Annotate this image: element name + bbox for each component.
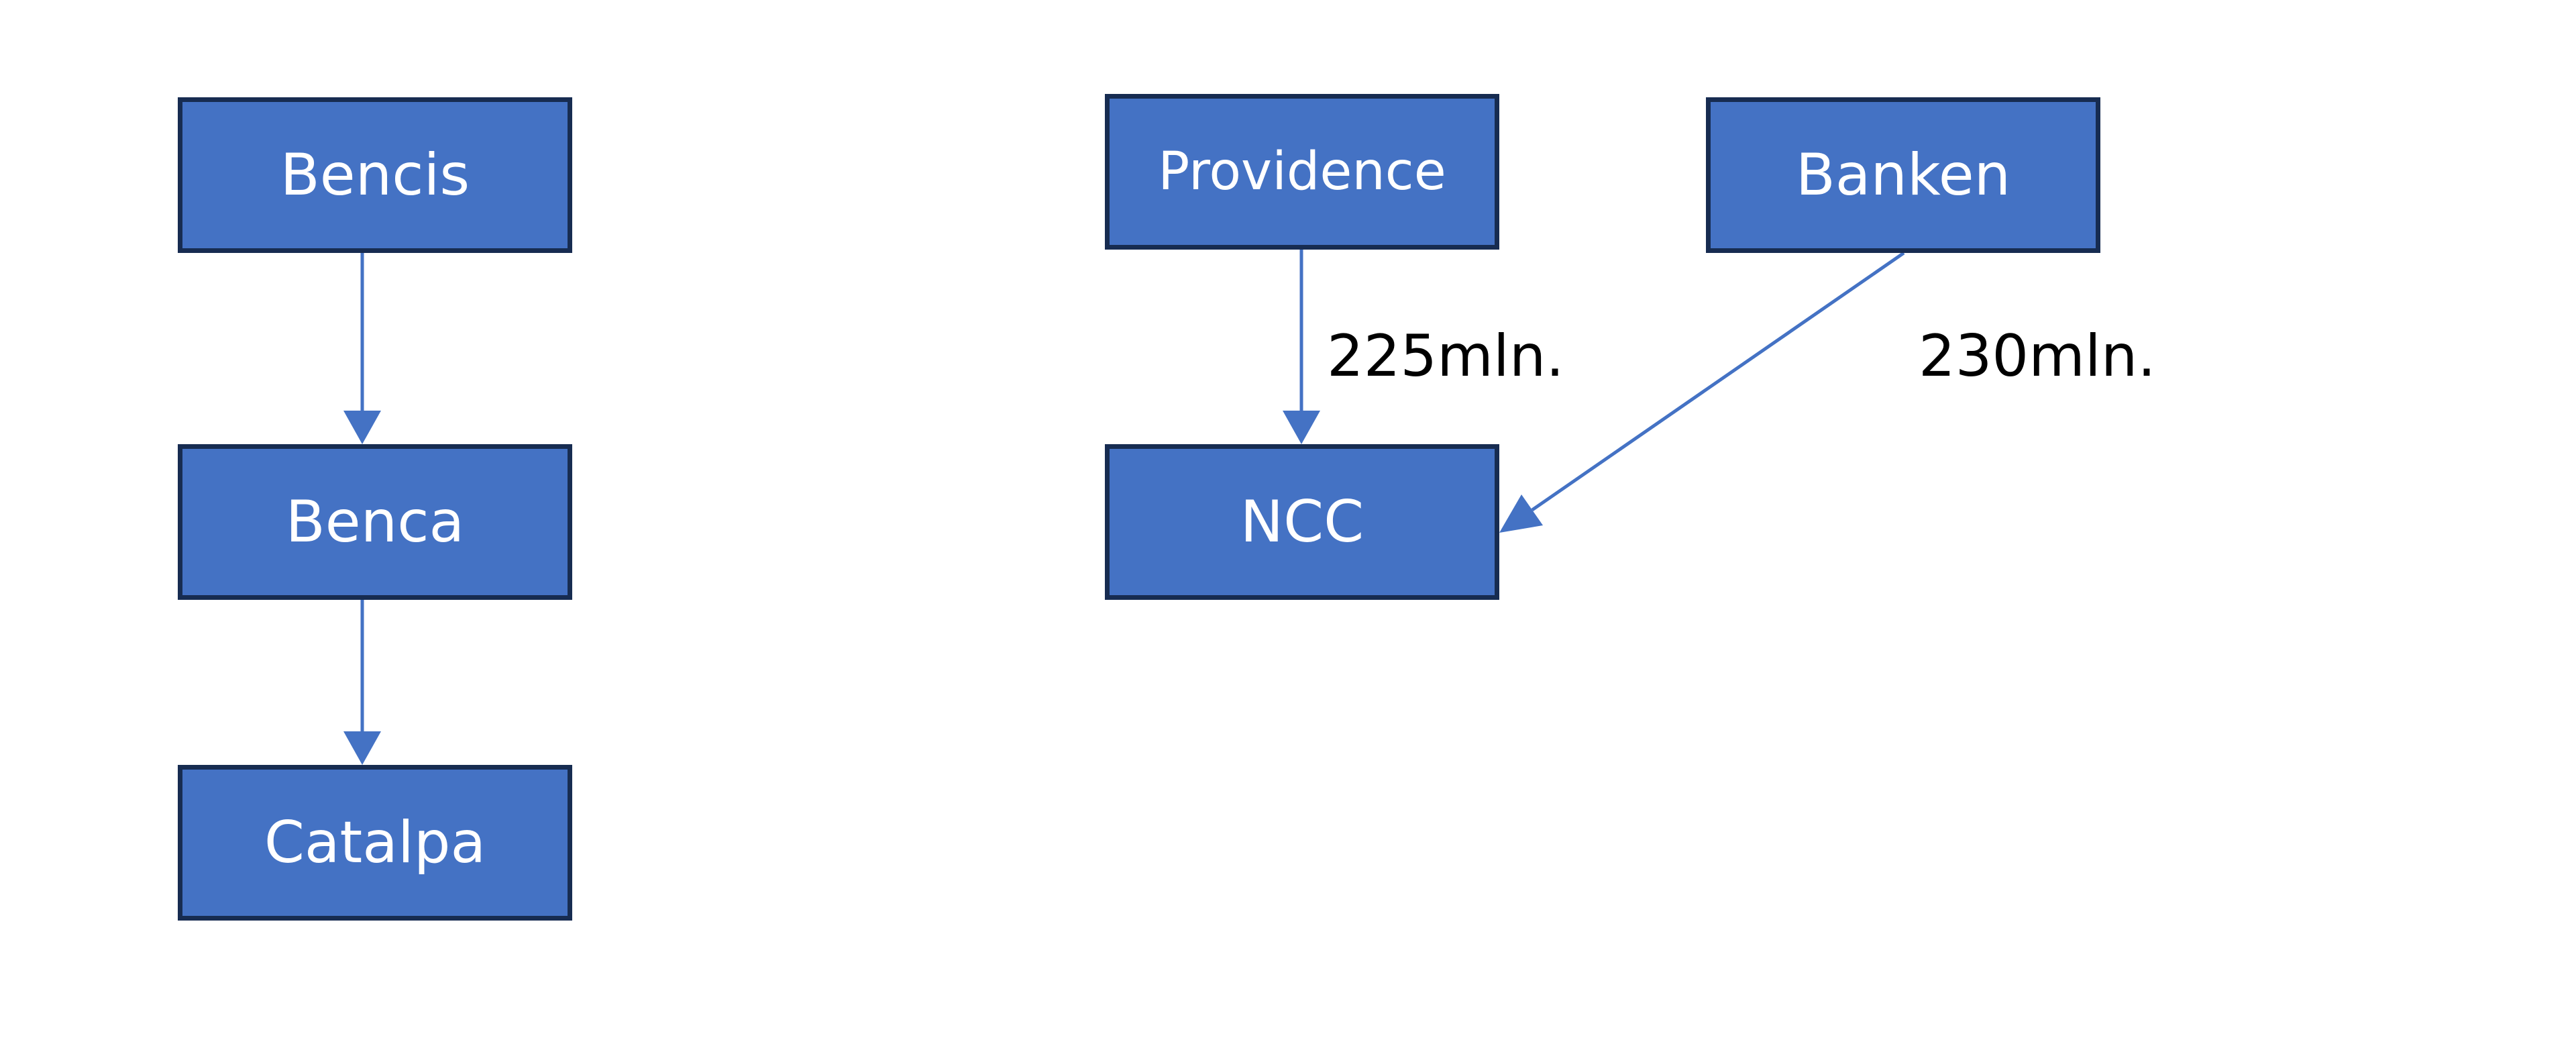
arrowhead-bencis-to-benca (343, 411, 381, 444)
node-providence: Providence (1105, 94, 1499, 250)
arrowhead-benca-to-catalpa (343, 731, 381, 765)
edge-label-banken-to-ncc: 230mln. (1919, 323, 2156, 390)
node-catalpa: Catalpa (178, 765, 572, 921)
arrowhead-banken-to-ncc (1499, 494, 1543, 533)
node-bencis: Bencis (178, 97, 572, 253)
arrowhead-providence-to-ncc (1283, 411, 1320, 444)
edge-label-providence-to-ncc: 225mln. (1327, 323, 1564, 390)
node-benca: Benca (178, 444, 572, 600)
node-banken: Banken (1706, 97, 2100, 253)
edge-banken-to-ncc (1531, 251, 1905, 512)
node-ncc: NCC (1105, 444, 1499, 600)
